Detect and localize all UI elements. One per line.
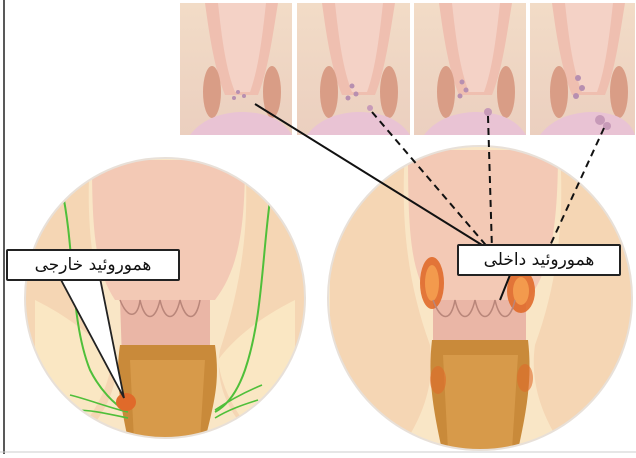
- stage-3-panel: [414, 3, 526, 135]
- stage-2-panel: [297, 3, 410, 135]
- stage-4-panel: [530, 3, 635, 135]
- internal-hemorrhoid-cross-section: [328, 146, 635, 450]
- internal-hemorrhoid-label: هموروئید داخلی: [457, 244, 621, 276]
- stage-1-panel: [180, 3, 292, 135]
- external-hemorrhoid-cross-section: [25, 158, 305, 440]
- external-hemorrhoid-label: هموروئید خارجی: [6, 249, 180, 281]
- stage-panels: [180, 3, 635, 135]
